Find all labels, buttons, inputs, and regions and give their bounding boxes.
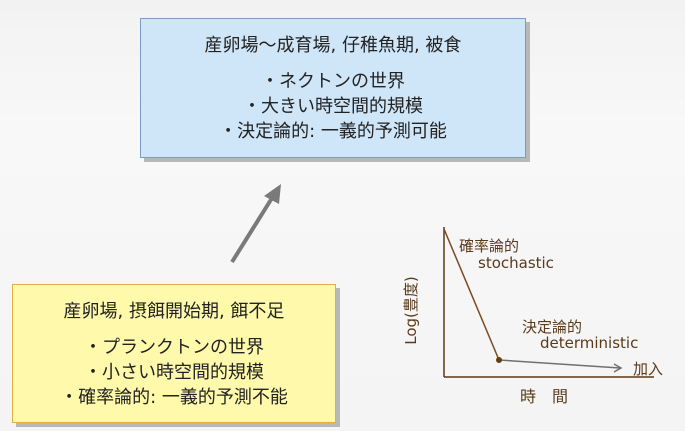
top-box-heading: 産卵場～成育場, 仔稚魚期, 被食 — [204, 35, 462, 56]
bottom-box-heading: 産卵場, 摂餌開始期, 餌不足 — [63, 301, 285, 322]
y-axis-label: Log(豊度) — [401, 276, 420, 345]
top-box: 産卵場～成育場, 仔稚魚期, 被食 ・ネクトンの世界 ・大きい時空間的規模 ・決… — [140, 18, 526, 158]
arrow-head-icon — [264, 184, 281, 204]
bottom-bullet: ・確率論的: 一義的予測不能 — [60, 387, 288, 408]
stochastic-line — [443, 228, 500, 361]
bottom-bullet: ・プランクトンの世界 — [84, 337, 264, 358]
deterministic-en-label: deterministic — [540, 334, 639, 352]
top-bullet: ・決定論的: 一義的予測可能 — [219, 121, 447, 142]
x-axis-label: 時 間 — [520, 387, 569, 406]
top-bullet: ・大きい時空間的規模 — [243, 96, 423, 117]
recruit-label: 加入 — [633, 360, 664, 378]
transition-arrow — [230, 196, 274, 264]
transition-point — [496, 357, 502, 363]
stochastic-en-label: stochastic — [478, 254, 554, 272]
bottom-bullet: ・小さい時空間的規模 — [84, 362, 264, 383]
deterministic-line — [498, 359, 621, 369]
deterministic-jp-label: 決定論的 — [522, 318, 583, 336]
bottom-box: 産卵場, 摂餌開始期, 餌不足 ・プランクトンの世界 ・小さい時空間的規模 ・確… — [12, 284, 336, 423]
top-bullet: ・ネクトンの世界 — [261, 71, 405, 92]
arrow-head-icon — [613, 363, 623, 373]
stochastic-jp-label: 確率論的 — [459, 237, 520, 255]
